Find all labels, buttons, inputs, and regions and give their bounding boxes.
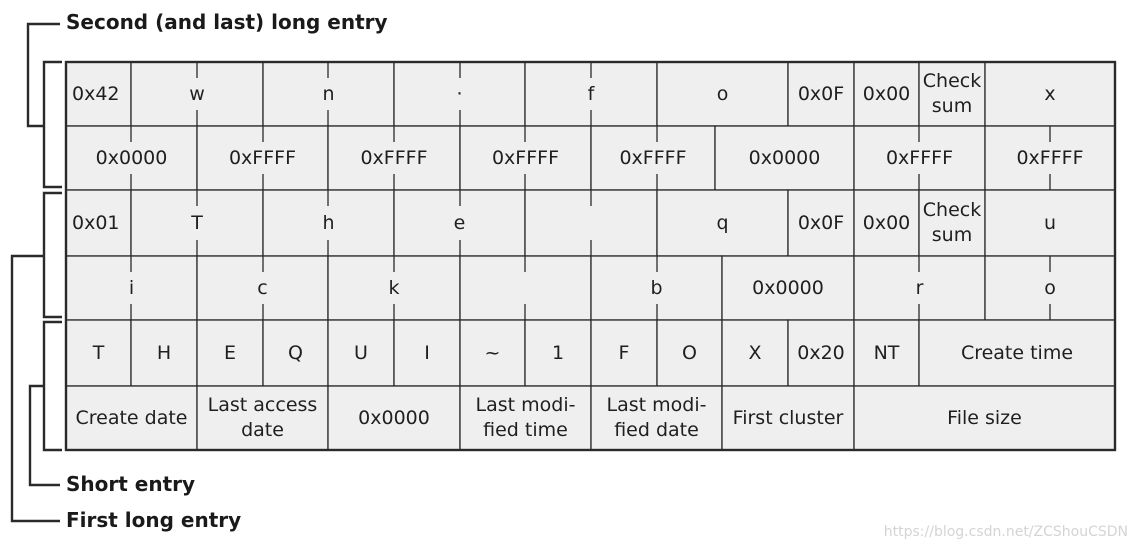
row-first-long-1-cell-text: h	[322, 211, 335, 234]
row-second-long-2-cell-4	[590, 125, 716, 191]
row-second-long-1-cell-text: w	[189, 82, 205, 105]
row-second-long-1-cell-text: 0x42	[72, 82, 120, 105]
row-short-2-cell-0	[65, 385, 198, 451]
row-short-1-cell-text: 1	[551, 341, 565, 364]
row-first-long-1-cell-6	[787, 189, 855, 257]
row-second-long-2-cell-text: 0xFFFF	[360, 146, 428, 169]
label-short-entry: Short entry	[66, 472, 196, 496]
row-first-long-1-cell-text: u	[1043, 211, 1057, 234]
leader-short-entry	[28, 384, 60, 487]
row-second-long-1-cell-text: Check sum	[922, 70, 982, 117]
row-first-long-1-cell-text: q	[716, 211, 729, 234]
row-short-1-cell-text: X	[748, 341, 762, 364]
row-short-1-cell-text: O	[682, 341, 697, 364]
row-short-1-cell-2	[196, 319, 264, 387]
row-first-long-2-cell-text: c	[257, 276, 268, 299]
row-first-long-2-cell-text: 0x0000	[752, 276, 824, 299]
row-short-2-cell-5	[721, 385, 855, 451]
row-first-long-2-cell-text: r	[915, 276, 924, 299]
row-short-1-cell-text: Q	[288, 341, 303, 364]
row-first-long-2-cell-text: i	[128, 276, 135, 299]
row-first-long-1-cell-text: 0x0F	[797, 211, 845, 234]
bracket-first-long-entry	[42, 191, 62, 319]
row-second-long-2-cell-text: 0x0000	[748, 146, 821, 169]
row-first-long-2-cell-text: o	[1044, 276, 1056, 299]
row-second-long-1-cell-5	[656, 61, 789, 127]
row-short-1-cell-text: U	[354, 341, 368, 364]
row-short-2-cell-6	[853, 385, 1116, 451]
row-second-long-1-cell-text: n	[322, 82, 335, 105]
row-first-long-2-cell-text	[460, 256, 591, 320]
row-second-long-1-cell-7	[853, 61, 920, 127]
bracket-second-long-entry	[42, 60, 62, 189]
row-second-long-1-cell-9	[984, 61, 1116, 127]
row-first-long-1-cell-5	[656, 189, 789, 257]
row-first-long-2-cell-text: b	[650, 276, 663, 299]
row-second-long-2-cell-text: 0xFFFF	[1016, 146, 1084, 169]
leader-first-long-entry	[10, 254, 60, 523]
row-first-long-1-cell-text: Check sum	[922, 199, 982, 246]
row-first-long-1-cell-8	[918, 189, 986, 257]
row-first-long-1-cell-text	[525, 190, 657, 256]
row-short-1-cell-text: Create time	[960, 341, 1074, 364]
bracket-short-entry	[42, 320, 62, 452]
row-short-2-cell-text: Last access date	[207, 394, 318, 441]
row-short-2-cell-text: 0x0000	[358, 406, 430, 429]
row-second-long-1-cell-text: ·	[456, 82, 463, 105]
row-short-1-cell-text: NT	[873, 341, 900, 364]
row-second-long-1-cell-0	[65, 61, 132, 127]
row-short-2-cell-text: Last modi- fied date	[606, 394, 707, 441]
row-second-long-1-cell-text: f	[587, 82, 595, 105]
row-short-1-cell-text: H	[156, 341, 172, 364]
row-first-long-1-cell-text: 0x00	[862, 211, 911, 234]
row-second-long-2-cell-text: 0xFFFF	[228, 146, 297, 169]
row-second-long-2-cell-text: 0x0000	[95, 146, 168, 169]
row-short-2-cell-text: Last modi- fied time	[475, 394, 576, 441]
leader-second-long-entry	[26, 22, 60, 128]
row-short-1-cell-8	[590, 319, 658, 387]
row-short-1-cell-text: ~	[484, 341, 501, 364]
row-first-long-2-cell-5	[721, 255, 855, 321]
row-second-long-2-cell-5	[714, 125, 855, 191]
row-short-2-cell-3	[459, 385, 592, 451]
watermark: https://blog.csdn.net/ZCShouCSDN	[883, 524, 1128, 540]
row-first-long-1-cell-text: T	[191, 211, 203, 234]
row-short-1-cell-text: F	[618, 341, 630, 364]
row-second-long-1-cell-text: 0x0F	[797, 82, 845, 105]
label-first-long-entry: First long entry	[66, 508, 242, 532]
row-short-1-cell-text: 0x20	[797, 341, 845, 364]
row-first-long-1-cell-text: e	[453, 211, 466, 234]
row-short-1-cell-text: T	[92, 341, 105, 364]
row-first-long-2-cell-text: k	[388, 276, 400, 299]
row-short-1-cell-6	[459, 319, 526, 387]
label-second-long-entry: Second (and last) long entry	[66, 10, 388, 34]
row-short-2-cell-text: First cluster	[732, 406, 844, 429]
row-short-1-cell-text: I	[424, 341, 430, 364]
row-short-1-cell-9	[656, 319, 723, 387]
row-second-long-2-cell-text: 0xFFFF	[491, 146, 560, 169]
row-second-long-1-cell-text: 0x00	[862, 82, 911, 105]
row-short-2-cell-text: File size	[947, 406, 1022, 429]
row-second-long-1-cell-text: x	[1044, 82, 1056, 105]
row-short-1-cell-1	[130, 319, 198, 387]
row-first-long-1-cell-9	[984, 189, 1116, 257]
row-short-1-cell-3	[262, 319, 329, 387]
row-second-long-1-cell-text: o	[716, 82, 729, 105]
row-second-long-2-cell-text: 0xFFFF	[885, 146, 954, 169]
row-short-1-cell-7	[524, 319, 592, 387]
row-second-long-2-cell-text: 0xFFFF	[619, 146, 687, 169]
table-outer-border	[64, 60, 1117, 452]
row-short-2-cell-text: Create date	[75, 406, 188, 429]
row-short-1-cell-4	[327, 319, 395, 387]
row-short-1-cell-text: E	[223, 341, 236, 364]
row-first-long-1-cell-text: 0x01	[72, 211, 120, 234]
